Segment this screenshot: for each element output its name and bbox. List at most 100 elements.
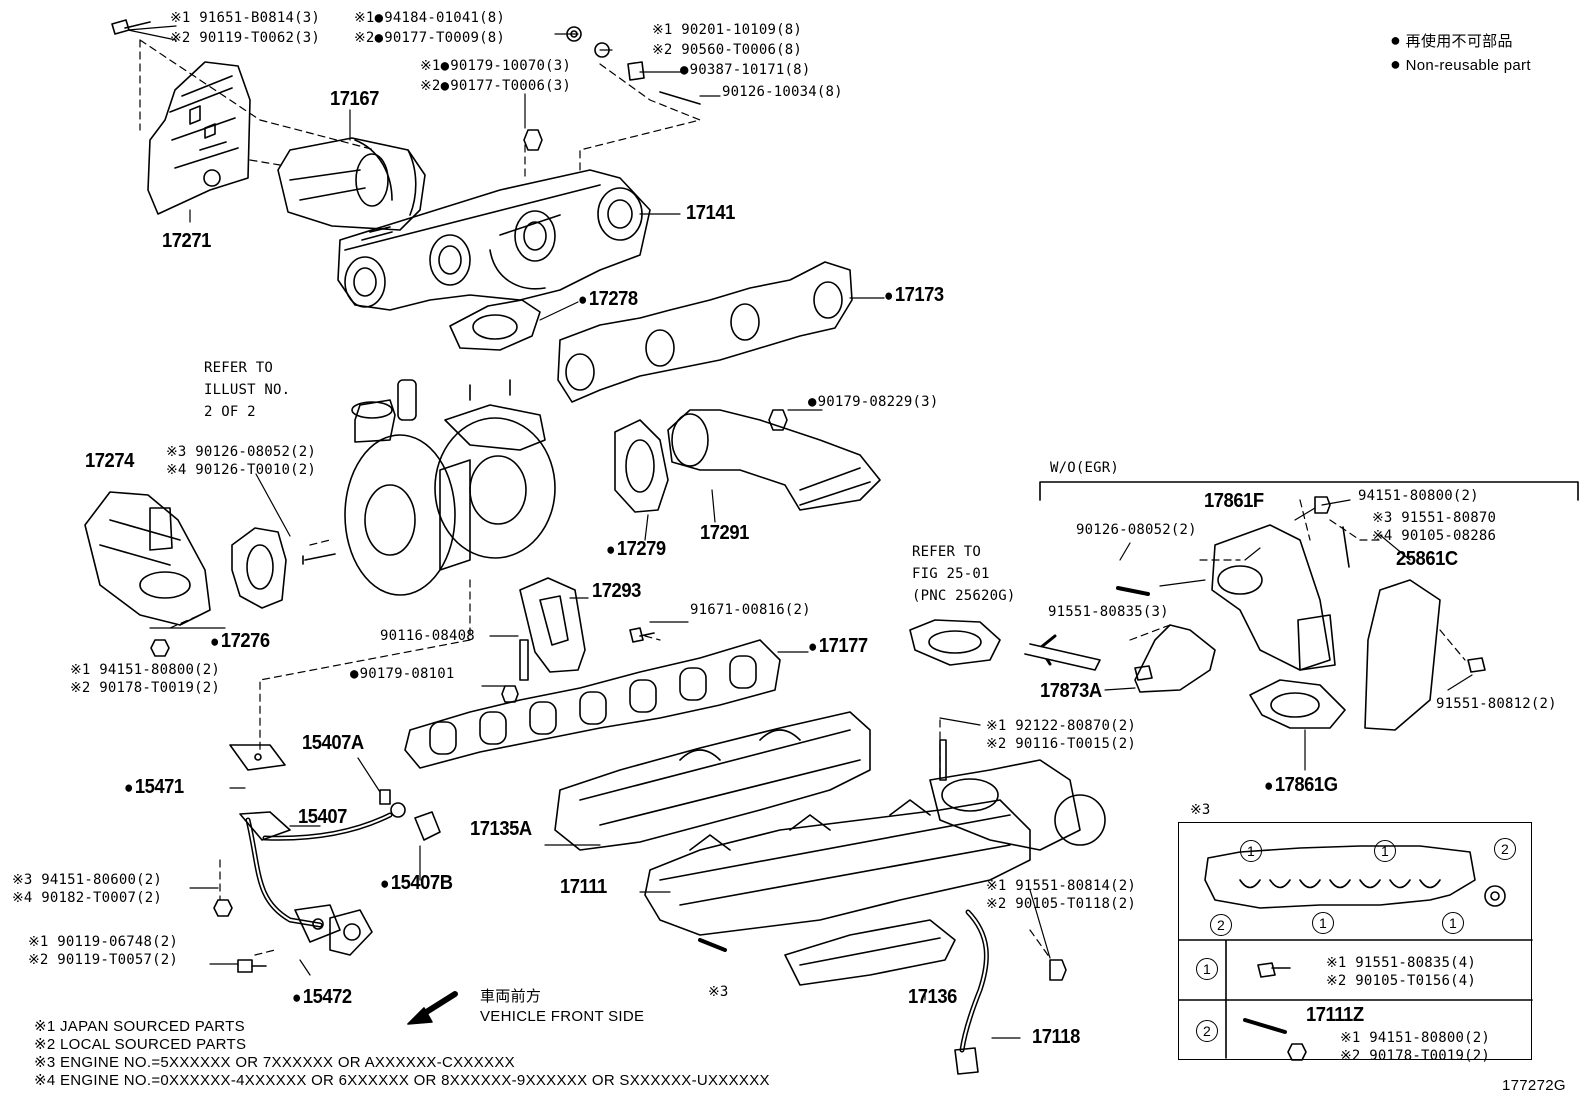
circle-number-2-icon: 2 [1494, 838, 1516, 860]
oil-pipe-15407 [239, 802, 406, 943]
inset-marker-2: 2 [1494, 838, 1516, 860]
inset-row1-pn1: ※1 91551-80835(4) [1326, 955, 1476, 971]
callout-91671: 91671-00816(2) [690, 602, 811, 618]
part-17167: 17167 [330, 88, 379, 110]
callout-90179-10070: ※190179-10070(3) [420, 58, 571, 74]
gasket-15472 [329, 909, 373, 956]
part-15472: 15472 [292, 986, 352, 1009]
refer-line2: ILLUST NO. [204, 382, 291, 398]
note-mark: ※1 [420, 58, 441, 74]
bracket-17293 [519, 577, 586, 673]
fig-refer-line3: (PNC 25620G) [912, 588, 1016, 604]
illustration-number: 177272G [1502, 1077, 1566, 1094]
legend-jp-text: 再使用不可部品 [1405, 33, 1513, 50]
circle-number-2-icon: 2 [1210, 914, 1232, 936]
circle-number-1-icon: 1 [1240, 840, 1262, 862]
intake-manifold-17111 [644, 799, 1031, 936]
callout-90119-t0057: ※2 90119-T0057(2) [28, 952, 178, 968]
air-inlet-17274 [84, 491, 211, 626]
leader-lines [127, 25, 1473, 1039]
part-17141: 17141 [686, 202, 735, 224]
wo-egr-label: W/O(EGR) [1050, 460, 1120, 476]
vehicle-front-jp: 車両前方 [480, 988, 542, 1005]
callout-90387: 90387-10171(8) [680, 62, 811, 78]
heat-insulator-17167 [277, 137, 426, 231]
inset-title: ※3 [1190, 802, 1211, 818]
part-17274: 17274 [85, 450, 134, 472]
callout-90560: ※2 90560-T0006(8) [652, 42, 802, 58]
circle-number-1-icon: 1 [1196, 958, 1218, 980]
callout-91551-80870: ※3 91551-80870 [1372, 510, 1497, 526]
footnote-2: ※2 LOCAL SOURCED PARTS [34, 1036, 247, 1053]
callout-90116-08408: 90116-08408 [380, 628, 475, 644]
part-17293: 17293 [592, 580, 641, 602]
callout-94151-80600: ※3 94151-80600(2) [12, 872, 162, 888]
callout-90105-08286: ※4 90105-08286 [1372, 528, 1497, 544]
callout-90178-t0019: ※2 90178-T0019(2) [70, 680, 220, 696]
gasket-15471 [229, 744, 286, 771]
gasket-17279 [614, 419, 669, 513]
callout-note3: ※3 [708, 984, 729, 1000]
gasket-17861G [1249, 679, 1346, 729]
refer-line3: 2 OF 2 [204, 404, 256, 420]
union-15407B [414, 811, 441, 841]
callout-90126-08052-egr: 90126-08052(2) [1076, 522, 1197, 538]
part-15407: 15407 [298, 806, 347, 828]
gasket-17278 [449, 299, 541, 351]
non-reusable-dot-icon: ● [1390, 30, 1402, 50]
callout-90105-t0118: ※2 90105-T0118(2) [986, 896, 1136, 912]
note-mark: ※2 [354, 30, 375, 46]
part-17276: 17276 [210, 630, 270, 653]
callout-90201: ※1 90201-10109(8) [652, 22, 802, 38]
bracket-25861C [1364, 579, 1441, 731]
circle-number-1-icon: 1 [1312, 912, 1334, 934]
part-number: 90179-10070(3) [441, 58, 571, 74]
part-15407B: 15407B [380, 872, 453, 895]
inset-marker-2: 2 [1210, 914, 1232, 936]
footnote-4: ※4 ENGINE NO.=0XXXXXX-4XXXXXX OR 6XXXXXX… [34, 1072, 770, 1089]
part-15471: 15471 [124, 776, 184, 799]
part-17118: 17118 [1032, 1026, 1080, 1048]
circle-number-1-icon: 1 [1442, 912, 1464, 934]
part-17861F: 17861F [1204, 490, 1264, 512]
footnote-1: ※1 JAPAN SOURCED PARTS [34, 1018, 245, 1035]
pipe-17118 [954, 909, 989, 1075]
part-number: 94184-01041(8) [375, 10, 505, 26]
inset-marker-1: 1 [1374, 840, 1396, 862]
circle-number-1-icon: 1 [1374, 840, 1396, 862]
callout-94184: ※194184-01041(8) [354, 10, 505, 26]
gasket-17177 [404, 639, 781, 769]
part-17136: 17136 [908, 986, 957, 1008]
exhaust-pipe-17291 [667, 409, 881, 511]
dashed-lines [139, 39, 1466, 959]
inset-row1-marker: 1 [1196, 958, 1218, 980]
callout-90119-06748: ※1 90119-06748(2) [28, 934, 178, 950]
inset-marker-1: 1 [1312, 912, 1334, 934]
callout-90179-08229: 90179-08229(3) [808, 394, 939, 410]
part-17135A: 17135A [470, 818, 532, 840]
part-15407A: 15407A [302, 732, 364, 754]
fig-refer-line2: FIG 25-01 [912, 566, 990, 582]
inset-row1-pn2: ※2 90105-T0156(4) [1326, 973, 1476, 989]
callout-90126-t0010: ※4 90126-T0010(2) [166, 462, 316, 478]
note-mark: ※1 [354, 10, 375, 26]
part-17271: 17271 [162, 230, 211, 252]
callout-90126-08052: ※3 90126-08052(2) [166, 444, 316, 460]
cover-17136 [784, 919, 956, 986]
part-17173: 17173 [884, 284, 944, 307]
part-17861G: 17861G [1264, 774, 1338, 797]
inset-box [1178, 822, 1532, 1060]
inset-manifold-drawing [1178, 845, 1533, 1059]
bracket-17873A [1134, 624, 1216, 693]
part-25861C: 25861C [1396, 548, 1458, 570]
callout-90126-10034: 90126-10034(8) [722, 84, 843, 100]
fig-refer-line1: REFER TO [912, 544, 982, 560]
part-17111: 17111 [560, 876, 607, 898]
callout-90177-t0006: ※290177-T0006(3) [420, 78, 571, 94]
part-17291: 17291 [700, 522, 749, 544]
callout-90182-t0007: ※4 90182-T0007(2) [12, 890, 162, 906]
part-17111Z: 17111Z [1306, 1004, 1364, 1026]
callout-92122: ※1 92122-80870(2) [986, 718, 1136, 734]
gasket-17173 [557, 261, 853, 403]
circle-number-2-icon: 2 [1196, 1020, 1218, 1042]
